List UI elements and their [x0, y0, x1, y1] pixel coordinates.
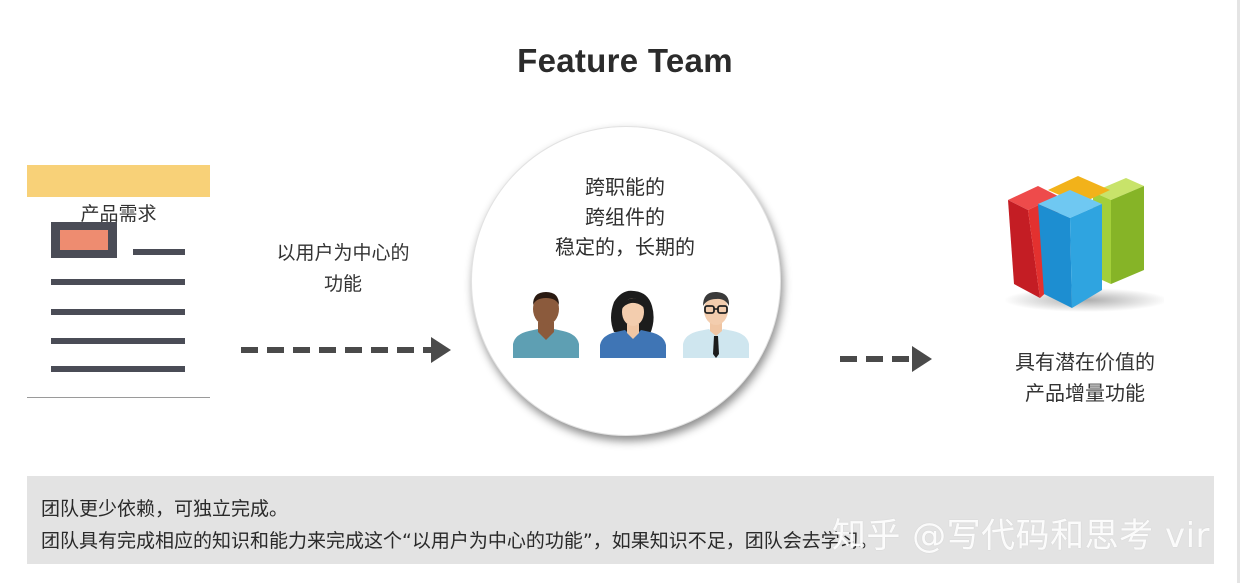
team-trait-line-2: 跨组件的 — [585, 205, 665, 229]
result-label-line-1: 具有潜在价值的 — [1015, 350, 1155, 374]
team-circle — [471, 126, 781, 436]
document-baseline — [27, 397, 210, 398]
right-edge-rule — [1237, 0, 1240, 583]
document-text-line — [51, 279, 185, 285]
summary-band: 团队更少依赖，可独立完成。 团队具有完成相应的知识和能力来完成这个“以用户为中心… — [27, 476, 1214, 564]
summary-line-2: 团队具有完成相应的知识和能力来完成这个“以用户为中心的功能”，如果知识不足，团队… — [41, 530, 878, 552]
document-header-bar — [27, 165, 210, 197]
document-icon: 产品需求 — [27, 165, 210, 398]
document-image-highlight — [60, 230, 108, 250]
watermark: 知乎 @写代码和思考 vir — [831, 516, 1210, 556]
result-label: 具有潜在价值的 产品增量功能 — [985, 347, 1185, 409]
man-icon — [513, 292, 579, 358]
result-label-line-2: 产品增量功能 — [1025, 381, 1145, 405]
summary-line-1: 团队更少依赖，可独立完成。 — [41, 498, 289, 520]
team-trait-line-1: 跨职能的 — [585, 175, 665, 199]
feature-label-line-2: 功能 — [323, 273, 362, 295]
cube-bar-icon — [1004, 176, 1164, 312]
document-label: 产品需求 — [80, 203, 157, 225]
document-text-line — [51, 309, 185, 315]
feature-label-line-1: 以用户为中心的 — [276, 242, 410, 264]
glasses-man-icon — [683, 291, 749, 358]
diagram-title: Feature Team — [517, 42, 733, 79]
dashed-arrow-icon — [840, 346, 932, 372]
document-image-block — [51, 222, 117, 258]
team-traits: 跨职能的 跨组件的 稳定的，长期的 — [471, 172, 779, 262]
feature-label: 以用户为中心的 功能 — [258, 238, 428, 300]
document-text-line — [51, 366, 185, 372]
document-text-line — [51, 338, 185, 344]
document-text-line — [133, 249, 185, 255]
team-trait-line-3: 稳定的，长期的 — [555, 235, 695, 259]
dashed-arrow-icon — [241, 337, 451, 363]
woman-icon — [600, 290, 666, 358]
